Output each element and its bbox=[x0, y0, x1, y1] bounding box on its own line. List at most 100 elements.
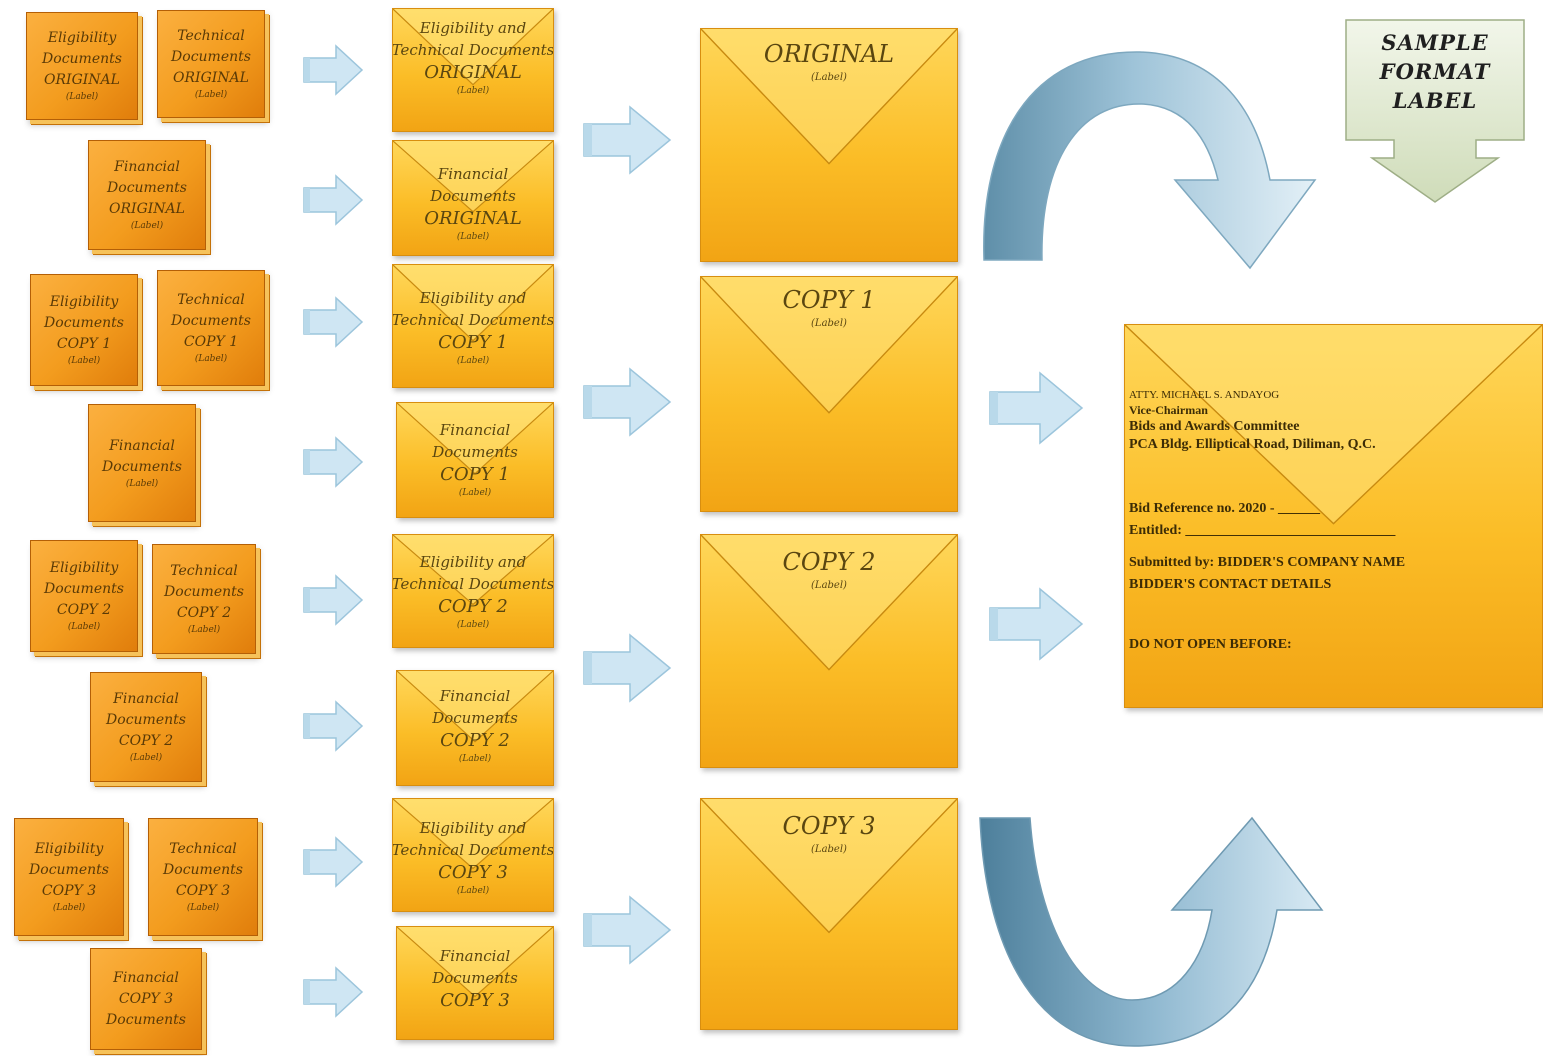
folder-technical-copy3: Technical Documents COPY 3 (Label) bbox=[148, 818, 258, 936]
folder-text: Documents bbox=[102, 458, 182, 475]
envelope-label: (Label) bbox=[458, 488, 492, 498]
envelope-text: Financial bbox=[439, 687, 511, 705]
sample-label-text: FORMAT bbox=[1379, 59, 1491, 84]
folder-text: Documents bbox=[163, 862, 243, 878]
folder-text: Financial bbox=[113, 691, 179, 707]
folder-text: Financial bbox=[114, 159, 180, 175]
envelope-financial-copy1: Financial Documents COPY 1 (Label) bbox=[396, 402, 554, 518]
folder-eligibility-copy3: Eligibility Documents COPY 3 (Label) bbox=[14, 818, 124, 936]
envelope-copy3: COPY 3 (Label) bbox=[700, 798, 958, 1030]
envelope-text: Technical Documents bbox=[392, 41, 554, 59]
folder-text: Documents bbox=[106, 712, 186, 728]
envelope-text: COPY 2 bbox=[438, 596, 508, 617]
arrow-right-icon bbox=[580, 104, 674, 176]
folder-text: Documents bbox=[171, 49, 251, 65]
envelope-text: Documents bbox=[432, 443, 518, 461]
folder-text: Documents bbox=[42, 51, 122, 67]
envelope-text: Eligibility and bbox=[419, 289, 527, 307]
folder-text: Technical bbox=[169, 841, 237, 857]
envelope-title: COPY 1 bbox=[782, 286, 876, 314]
arrow-right-icon bbox=[580, 632, 674, 704]
addressee-title: Vice-Chairman bbox=[1129, 403, 1208, 417]
folder-label: (Label) bbox=[187, 625, 221, 635]
folder-label: (Label) bbox=[65, 92, 99, 102]
envelope-text: COPY 1 bbox=[440, 464, 510, 485]
envelope-eligibility-technical-copy1: Eligibility and Technical Documents COPY… bbox=[392, 264, 554, 388]
folder-text: Eligibility bbox=[49, 560, 119, 576]
folder-text: Eligibility bbox=[49, 294, 119, 310]
envelope-text: COPY 3 bbox=[440, 990, 510, 1011]
sample-format-label-callout: SAMPLE FORMAT LABEL bbox=[1342, 18, 1528, 204]
arrow-right-icon bbox=[300, 174, 366, 226]
folder-text: Eligibility bbox=[34, 841, 104, 857]
folder-label: (Label) bbox=[186, 903, 220, 913]
folder-label: (Label) bbox=[130, 221, 164, 231]
arrow-right-icon bbox=[580, 894, 674, 966]
envelope-text: Eligibility and bbox=[419, 553, 527, 571]
arrow-right-icon bbox=[300, 836, 366, 888]
envelope-text: ORIGINAL bbox=[424, 208, 522, 229]
folder-text: COPY 1 bbox=[183, 334, 239, 350]
envelope-text: Documents bbox=[430, 187, 516, 205]
curved-arrow-up-icon bbox=[979, 816, 1324, 1047]
folder-text: COPY 2 bbox=[118, 733, 174, 749]
envelope-text: Technical Documents bbox=[392, 311, 554, 329]
bidder-contact: BIDDER'S CONTACT DETAILS bbox=[1129, 577, 1332, 592]
envelope-text: Financial bbox=[437, 165, 509, 183]
folder-financial-original: Financial Documents ORIGINAL (Label) bbox=[88, 140, 206, 250]
committee-address: PCA Bldg. Elliptical Road, Diliman, Q.C. bbox=[1129, 437, 1376, 452]
arrow-right-icon bbox=[300, 574, 366, 626]
envelope-eligibility-technical-copy2: Eligibility and Technical Documents COPY… bbox=[392, 534, 554, 648]
folder-label: (Label) bbox=[194, 90, 228, 100]
envelope-copy1: COPY 1 (Label) bbox=[700, 276, 958, 512]
envelope-text: COPY 2 bbox=[440, 730, 510, 751]
folder-text: Documents bbox=[106, 1011, 186, 1028]
folder-text: ORIGINAL bbox=[109, 201, 185, 217]
envelope-eligibility-technical-original: Eligibility and Technical Documents ORIG… bbox=[392, 8, 554, 132]
folder-text: Technical bbox=[177, 28, 245, 44]
arrow-right-icon bbox=[300, 966, 366, 1018]
arrow-right-icon bbox=[986, 586, 1086, 662]
envelope-label: (Label) bbox=[456, 232, 490, 242]
envelope-text: Technical Documents bbox=[392, 575, 554, 593]
folder-eligibility-copy2: Eligibility Documents COPY 2 (Label) bbox=[30, 540, 138, 652]
arrow-right-icon bbox=[580, 366, 674, 438]
folder-text: Financial bbox=[113, 969, 179, 986]
entitled-field: Entitled: ______________________________ bbox=[1129, 523, 1396, 538]
envelope-title: COPY 2 bbox=[782, 548, 876, 576]
folder-technical-copy1: Technical Documents COPY 1 (Label) bbox=[157, 270, 265, 386]
folder-text: COPY 3 bbox=[175, 883, 231, 899]
arrow-right-icon bbox=[300, 296, 366, 348]
folder-text: Documents bbox=[164, 584, 244, 600]
envelope-label: (Label) bbox=[458, 754, 492, 764]
envelope-label: (Label) bbox=[811, 844, 847, 855]
folder-financial-copy2: Financial Documents COPY 2 (Label) bbox=[90, 672, 202, 782]
envelope-label: (Label) bbox=[456, 620, 490, 630]
committee-name: Bids and Awards Committee bbox=[1129, 419, 1300, 434]
envelope-text: Eligibility and bbox=[419, 819, 527, 837]
envelope-text: Financial bbox=[439, 947, 511, 965]
do-not-open: DO NOT OPEN BEFORE: bbox=[1129, 637, 1292, 652]
envelope-copy2: COPY 2 (Label) bbox=[700, 534, 958, 768]
envelope-financial-copy2: Financial Documents COPY 2 (Label) bbox=[396, 670, 554, 786]
envelope-text: Technical Documents bbox=[392, 841, 554, 859]
folder-label: (Label) bbox=[67, 356, 101, 366]
folder-text: Technical bbox=[177, 292, 245, 308]
envelope-label: (Label) bbox=[456, 886, 490, 896]
folder-text: COPY 2 bbox=[56, 602, 112, 618]
envelope-financial-original: Financial Documents ORIGINAL (Label) bbox=[392, 140, 554, 256]
folder-technical-copy2: Technical Documents COPY 2 (Label) bbox=[152, 544, 256, 654]
folder-text: Eligibility bbox=[47, 30, 117, 46]
envelope-text: Financial bbox=[439, 421, 511, 439]
sample-label-text: SAMPLE bbox=[1381, 30, 1489, 55]
folder-financial-copy3: Financial COPY 3 Documents bbox=[90, 948, 202, 1050]
envelope-text: Documents bbox=[432, 969, 518, 987]
folder-text: COPY 1 bbox=[56, 336, 112, 352]
folder-text: Documents bbox=[44, 315, 124, 331]
curved-arrow-down-icon bbox=[983, 51, 1317, 270]
folder-eligibility-copy1: Eligibility Documents COPY 1 (Label) bbox=[30, 274, 138, 386]
folder-text: ORIGINAL bbox=[173, 70, 249, 86]
folder-label: (Label) bbox=[67, 622, 101, 632]
envelope-label: (Label) bbox=[456, 86, 490, 96]
labeled-envelope-sample: ATTY. MICHAEL S. ANDAYOG Vice-Chairman B… bbox=[1124, 324, 1543, 708]
